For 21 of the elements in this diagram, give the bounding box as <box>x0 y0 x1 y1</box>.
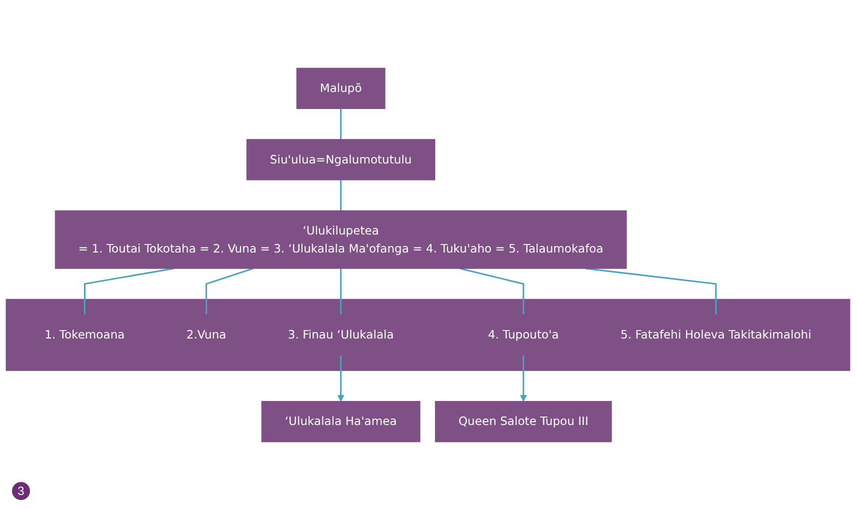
cluster <box>6 298 850 371</box>
arrow <box>520 355 527 402</box>
node-text: 4. Tupouto'a <box>488 328 559 342</box>
connector <box>460 268 524 315</box>
node-box: Queen Salote Tupou III <box>434 400 612 442</box>
node-text: 1. Tokemoana <box>44 328 125 342</box>
connector <box>585 268 717 315</box>
node-text: 3. Finau ‘Ulukalala <box>288 328 394 342</box>
node-box: Malupō <box>296 68 386 110</box>
node-text: 5. Fatafehi Holeva Takitakimalohi <box>620 328 812 342</box>
node-box: Siu'ulua=Ngalumotutulu <box>246 139 436 180</box>
connector <box>84 268 174 315</box>
connector <box>340 268 342 315</box>
page-number: 3 <box>12 482 30 500</box>
node-box: ‘Ulukilupetea = 1. Toutai Tokotaha = 2. Vuna = 3. ‘Ulukalala Ma'ofanga = 4. Tuku'aho = 5. Talaumokafoa <box>54 210 627 269</box>
node-text: 2.Vuna <box>186 328 226 342</box>
node-box: ‘Ulukalala Ha'amea <box>261 400 420 442</box>
connector <box>340 108 342 140</box>
arrow <box>337 355 344 402</box>
connector <box>206 268 254 315</box>
connector <box>340 180 342 211</box>
